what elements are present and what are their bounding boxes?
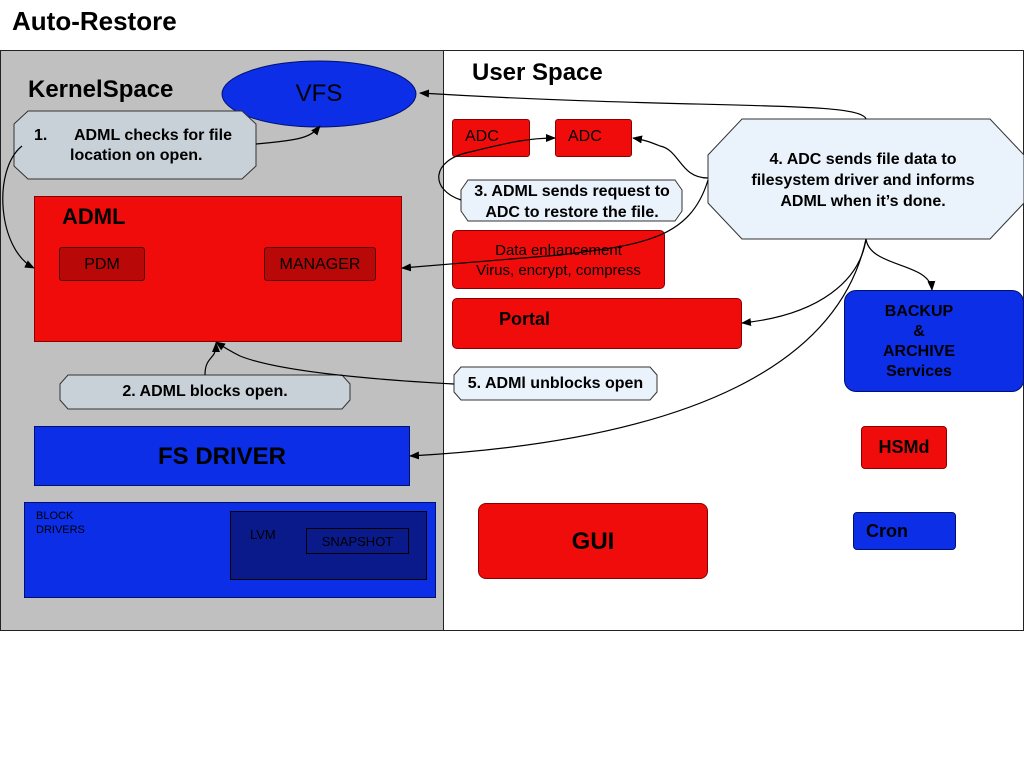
block-drivers-line1: BLOCK bbox=[36, 510, 74, 522]
step4-note: 4. ADC sends file data to filesystem dri… bbox=[751, 151, 975, 210]
vfs-label: VFS bbox=[295, 80, 343, 107]
step1-number: 1. bbox=[34, 127, 48, 144]
page-title: Auto-Restore bbox=[12, 6, 177, 36]
step1-note: 1. ADML checks for file location on open… bbox=[20, 126, 254, 166]
fs-driver-box: FS DRIVER bbox=[34, 426, 410, 486]
block-drivers-line2: DRIVERS bbox=[36, 524, 85, 536]
data-enhancement-line2: Virus, encrypt, compress bbox=[476, 262, 641, 279]
backup-line2: & bbox=[913, 323, 925, 340]
lvm-label: LVM bbox=[250, 527, 276, 542]
hsmd-box: HSMd bbox=[861, 426, 947, 469]
adc-box-1: ADC bbox=[452, 119, 530, 157]
adc-box-2: ADC bbox=[555, 119, 632, 157]
step3-note: 3. ADML sends request to ADC to restore … bbox=[474, 183, 670, 221]
block-drivers-label: BLOCK DRIVERS bbox=[36, 509, 85, 537]
gui-box: GUI bbox=[478, 503, 708, 579]
user-space-label: User Space bbox=[472, 59, 603, 86]
backup-line4: Services bbox=[886, 363, 952, 380]
snapshot-box: SNAPSHOT bbox=[306, 528, 409, 554]
step5-note: 5. ADMl unblocks open bbox=[467, 375, 644, 392]
kernel-space-label: KernelSpace bbox=[28, 76, 174, 103]
backup-line1: BACKUP bbox=[884, 303, 954, 320]
manager-box: MANAGER bbox=[264, 247, 376, 281]
step1-text: ADML checks for file location on open. bbox=[70, 127, 232, 164]
adml-title: ADML bbox=[62, 204, 126, 229]
cron-box: Cron bbox=[853, 512, 956, 550]
data-enhancement-box: Data enhancement Virus, encrypt, compres… bbox=[452, 230, 665, 289]
backup-line3: ARCHIVE bbox=[882, 343, 955, 360]
backup-archive-box: BACKUP & ARCHIVE Services bbox=[844, 290, 1024, 392]
pdm-box: PDM bbox=[59, 247, 145, 281]
portal-box: Portal bbox=[452, 298, 742, 349]
step2-note: 2. ADML blocks open. bbox=[122, 383, 288, 400]
data-enhancement-line1: Data enhancement bbox=[495, 242, 622, 259]
